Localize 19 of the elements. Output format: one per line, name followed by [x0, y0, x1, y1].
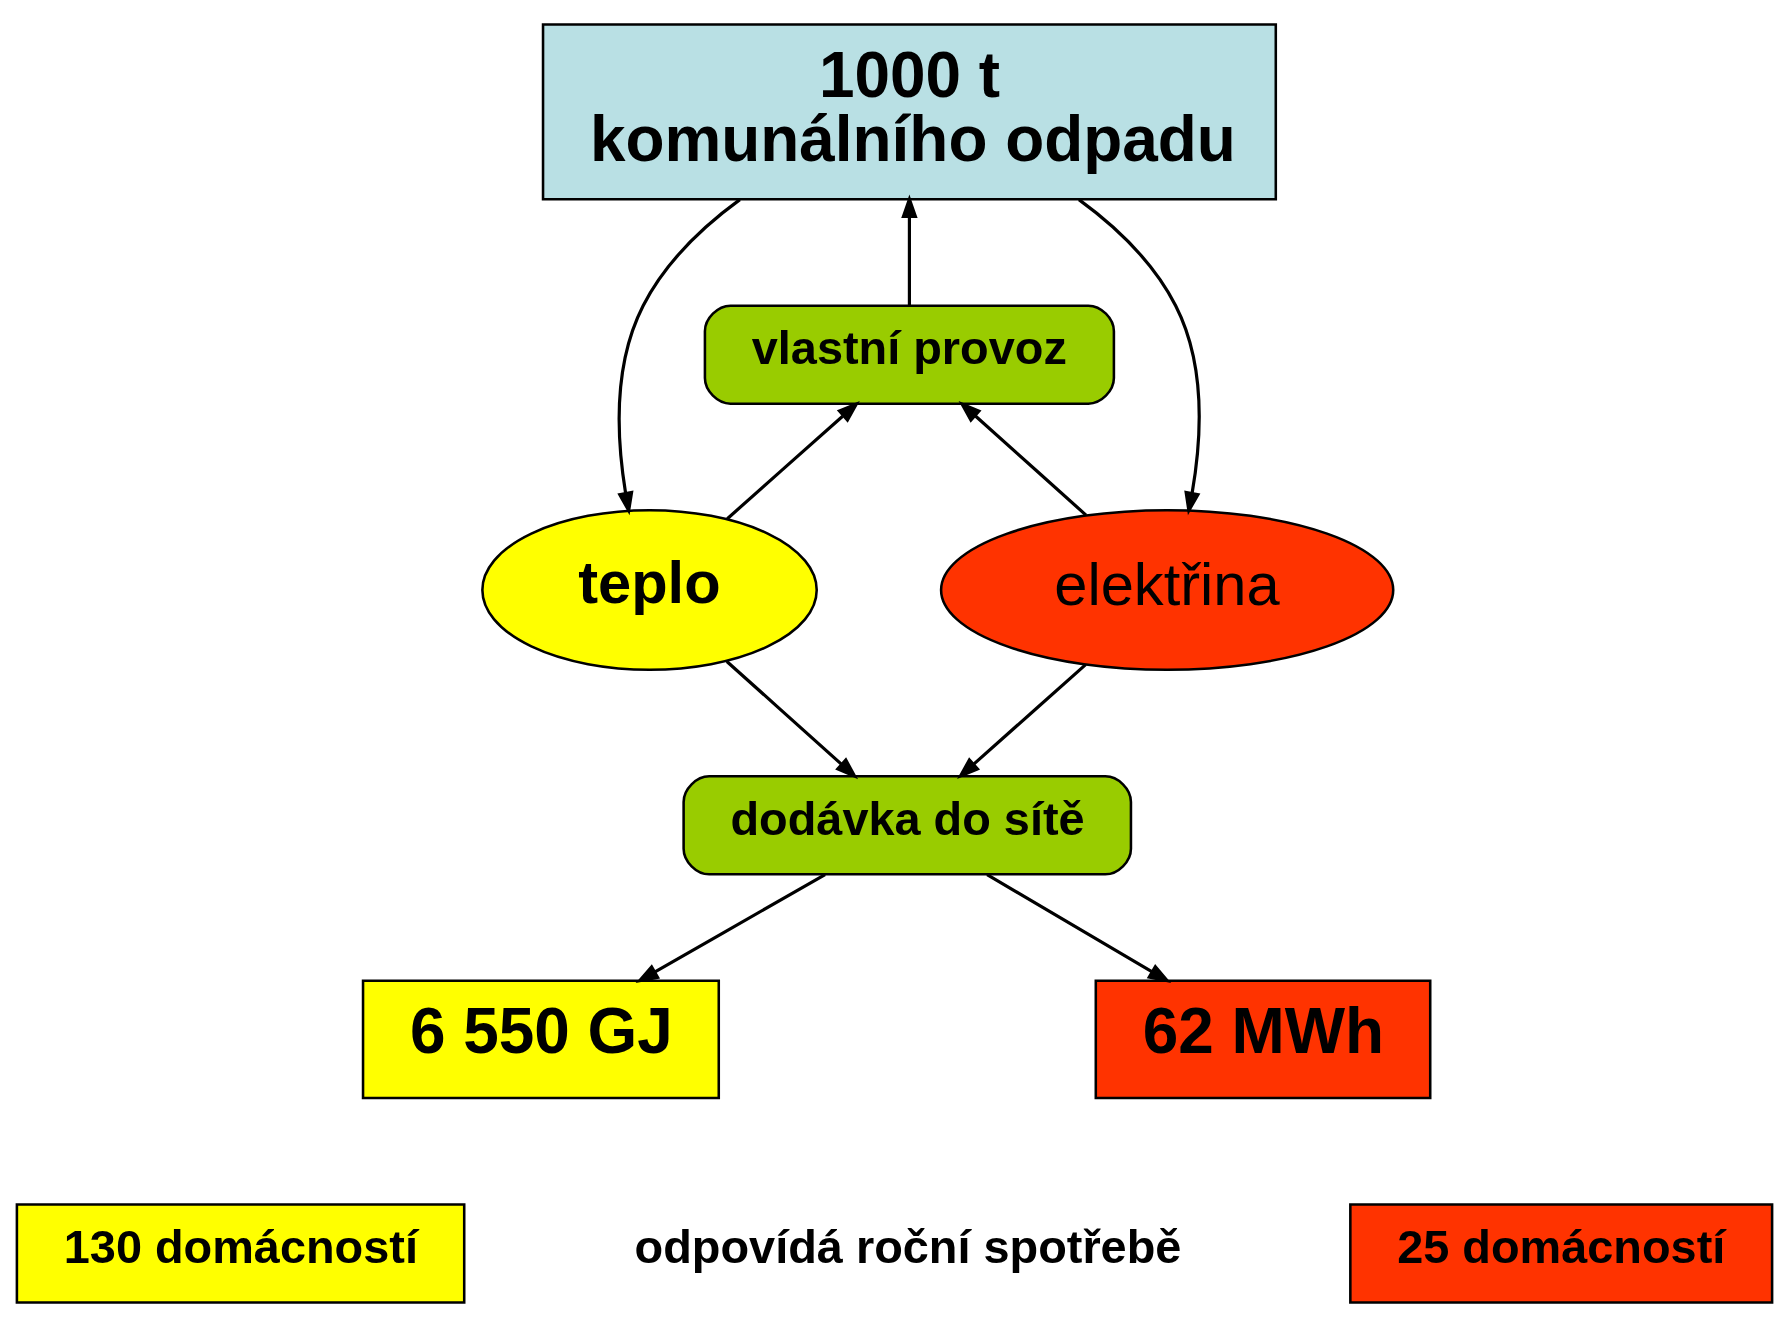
arrow: [1078, 198, 1201, 516]
node-box: vlastní provoz: [703, 304, 1116, 405]
arrow: [635, 873, 826, 984]
node-box: 62 MWh: [1094, 979, 1432, 1100]
arrow: [957, 663, 1087, 779]
label: odpovídá roční spotřebě: [634, 1221, 1182, 1274]
node-ellipse: teplo: [481, 508, 818, 672]
arrow: [986, 873, 1172, 984]
node-box: 6 550 GJ: [361, 979, 721, 1100]
node-box: 25 domácností: [1349, 1203, 1774, 1304]
arrow: [725, 660, 859, 780]
arrow: [617, 198, 741, 516]
node-ellipse: elektřina: [939, 508, 1395, 672]
node-box: 130 domácností: [15, 1203, 466, 1304]
arrow: [958, 400, 1088, 517]
node-box: 1000 t komunálního odpadu: [541, 23, 1278, 201]
arrow: [726, 400, 860, 520]
arrow: [901, 194, 918, 306]
node-box: dodávka do sítě: [682, 775, 1133, 876]
